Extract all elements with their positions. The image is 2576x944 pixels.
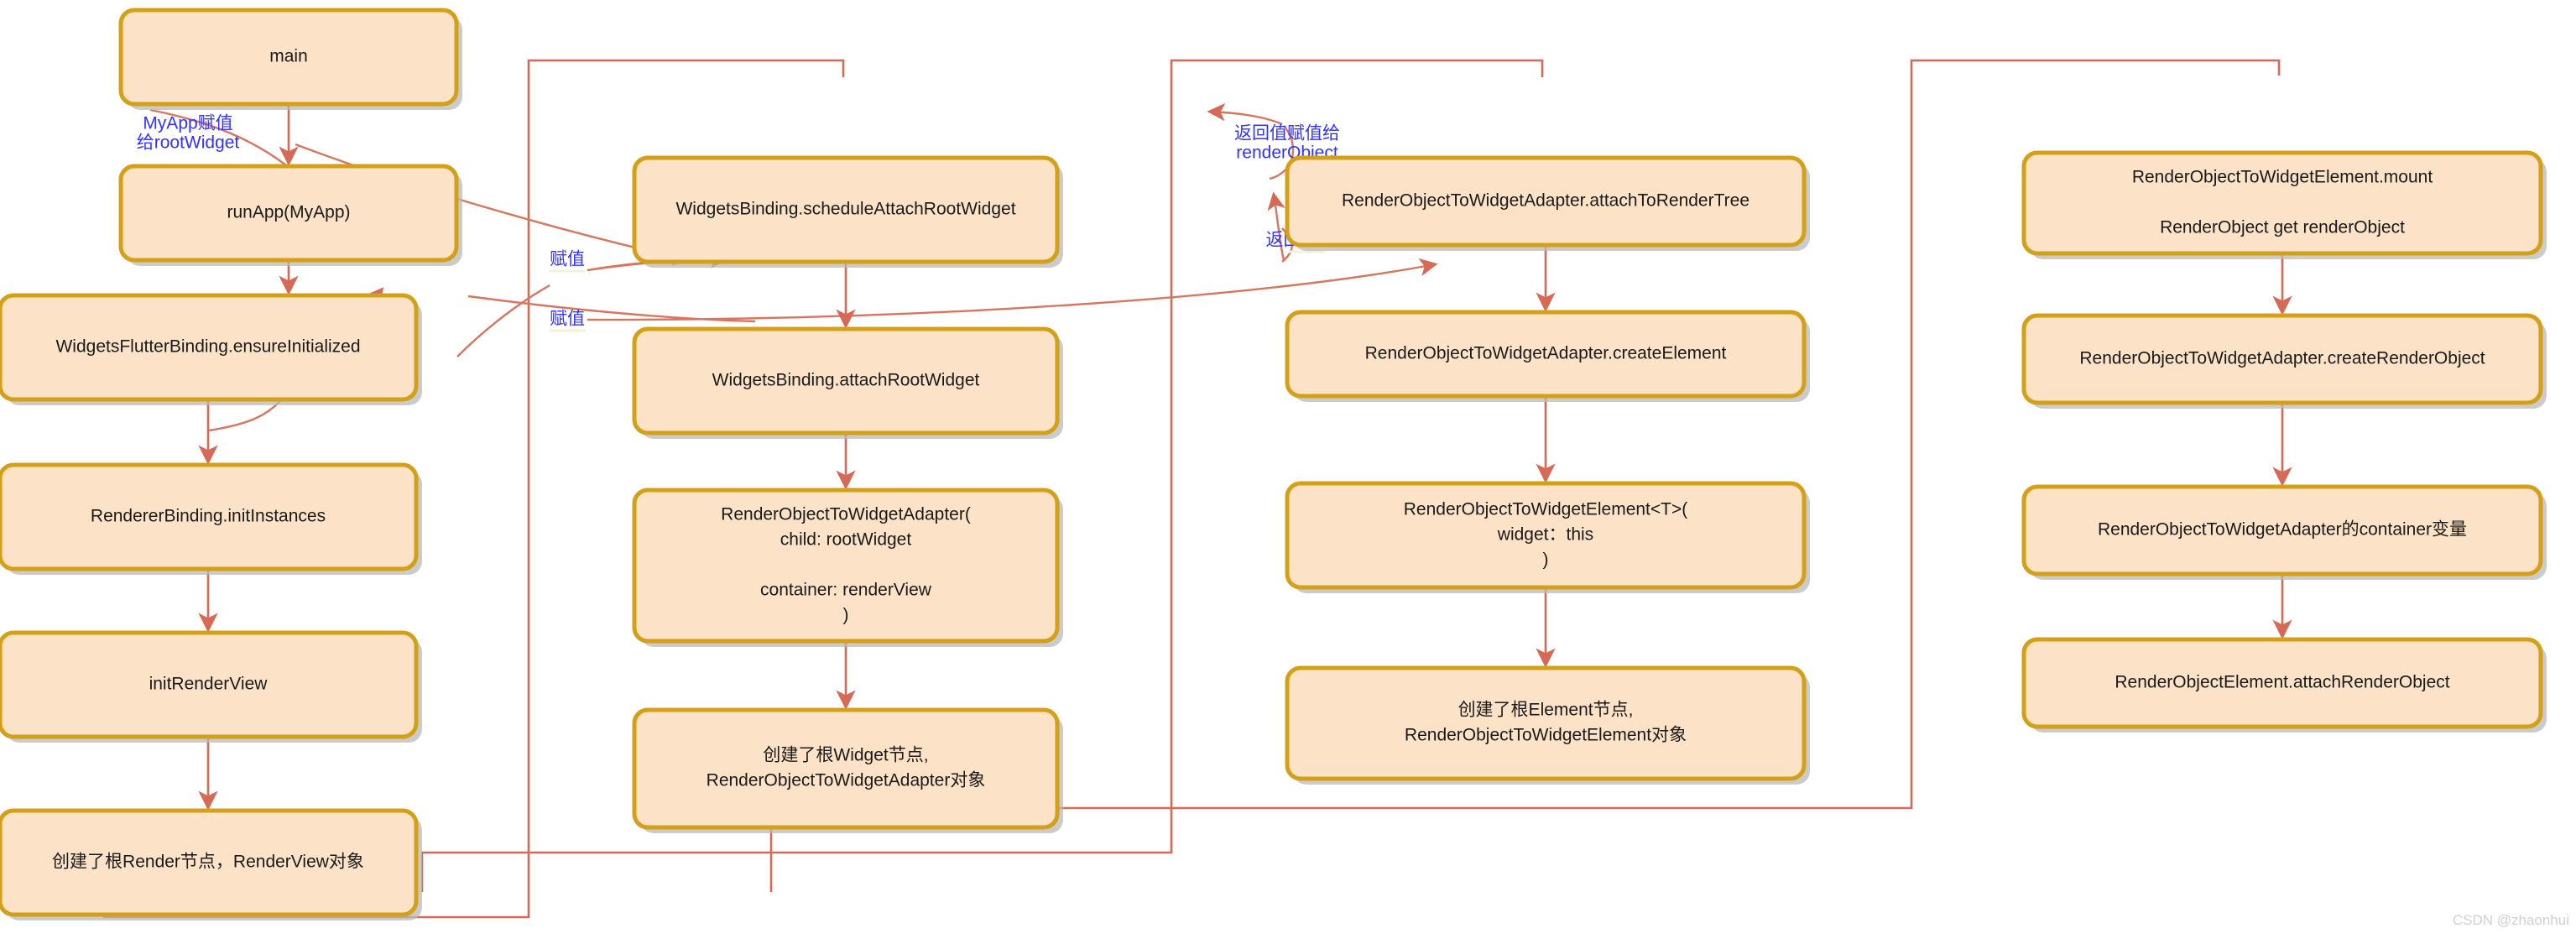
node-box[interactable] <box>632 707 1060 830</box>
node-box[interactable] <box>2021 637 2543 729</box>
node-containervar[interactable]: RenderObjectToWidgetAdapter的container变量 <box>2021 484 2547 580</box>
node-renderview[interactable]: 创建了根Render节点，RenderView对象 <box>0 808 422 921</box>
node-elemctor[interactable]: RenderObjectToWidgetElement<T>( widget：th… <box>1285 481 1810 593</box>
node-schedule[interactable]: WidgetsBinding.scheduleAttachRootWidget <box>632 155 1063 268</box>
edge-container-to-containervar <box>587 258 1438 321</box>
node-label: 创建了根Element节点, <box>1458 701 1634 720</box>
node-box[interactable] <box>632 326 1060 435</box>
node-ensureinit[interactable]: WidgetsFlutterBinding.ensureInitialized <box>0 293 422 405</box>
watermark: CSDN @zhaonhui <box>2453 912 2569 928</box>
node-main[interactable]: main <box>118 8 462 110</box>
edge-container-out <box>467 295 756 323</box>
node-label: RenderObjectToWidgetAdapter对象 <box>707 771 986 790</box>
label-myapp-rootwidget-line2: 给rootWidget <box>137 133 240 153</box>
node-label: ) <box>1543 550 1549 570</box>
label-return-assign-line1: 返回值赋值给 <box>1234 124 1340 143</box>
node-label: RenderObjectToWidgetAdapter.createElemen… <box>1365 344 1727 363</box>
edge-containervar-to-createro <box>1267 191 1285 261</box>
label-fuzhi-mid-bottom: 赋值 <box>550 310 585 329</box>
node-label: ) <box>843 606 849 625</box>
edge-runapp-to-label <box>149 108 290 169</box>
node-box[interactable] <box>1285 481 1807 590</box>
node-label: runApp(MyApp) <box>227 203 350 222</box>
label-myapp-rootwidget-line1: MyApp赋值 <box>143 114 232 133</box>
node-box[interactable] <box>0 462 419 571</box>
node-mount[interactable]: RenderObjectToWidgetElement.mountRenderO… <box>2021 150 2547 259</box>
column-1-binding-init: main runApp(MyApp) WidgetsFlutterBinding.e… <box>0 8 462 921</box>
column-3-element-tree: RenderObjectToWidgetAdapter.attachToRend… <box>1285 155 1810 785</box>
edge-widgetnode-out <box>456 284 550 357</box>
node-label: WidgetsFlutterBinding.ensureInitialized <box>55 337 360 357</box>
node-label: RenderObjectToWidgetAdapter.createRender… <box>2079 349 2485 368</box>
cross-edges <box>149 102 1438 432</box>
node-label: initRenderView <box>149 675 269 694</box>
edge-renderview-out <box>208 400 281 432</box>
edge-createro-to-renderobject <box>1207 102 1283 126</box>
node-label: WidgetsBinding.attachRootWidget <box>712 371 980 390</box>
node-label: 创建了根Render节点，RenderView对象 <box>52 853 364 872</box>
node-layer: main runApp(MyApp) WidgetsFlutterBinding.e… <box>0 8 2547 921</box>
node-box[interactable] <box>1285 310 1807 399</box>
node-label: WidgetsBinding.scheduleAttachRootWidget <box>675 200 1015 219</box>
node-box[interactable] <box>0 630 419 739</box>
node-box[interactable] <box>1285 155 1807 248</box>
node-runapp[interactable]: runApp(MyApp) <box>118 164 462 266</box>
node-box[interactable] <box>2021 313 2543 405</box>
node-label: RenderObjectToWidgetAdapter( <box>721 505 971 524</box>
label-fuzhi-mid-top: 赋值 <box>550 250 585 269</box>
node-attachtree[interactable]: RenderObjectToWidgetAdapter.attachToRend… <box>1285 155 1810 251</box>
node-label: RenderObjectElement.attachRenderObject <box>2115 673 2449 692</box>
node-box[interactable] <box>1285 665 1807 781</box>
node-box[interactable] <box>118 8 459 107</box>
node-box[interactable] <box>2021 150 2543 256</box>
node-box[interactable] <box>632 155 1060 264</box>
node-initinst[interactable]: RendererBinding.initInstances <box>0 462 422 575</box>
node-adapterctor[interactable]: RenderObjectToWidgetAdapter( child: rootW… <box>632 488 1063 647</box>
node-label: 创建了根Widget节点, <box>763 746 928 765</box>
node-widgetnode[interactable]: 创建了根Widget节点, RenderObjectToWidgetAdapter… <box>632 707 1063 833</box>
column-2-widget-tree: WidgetsBinding.scheduleAttachRootWidgetW… <box>632 155 1063 833</box>
node-label: RenderObjectToWidgetAdapter的container变量 <box>2098 520 2467 540</box>
node-label: RenderObjectToWidgetAdapter.attachToRend… <box>1342 191 1749 211</box>
node-label: main <box>269 47 308 66</box>
node-box[interactable] <box>118 164 459 263</box>
node-box[interactable] <box>0 808 419 917</box>
node-label: RendererBinding.initInstances <box>91 507 326 526</box>
node-box[interactable] <box>2021 484 2543 576</box>
node-initrender[interactable]: initRenderView <box>0 630 422 743</box>
node-elemnode[interactable]: 创建了根Element节点, RenderObjectToWidgetElemen… <box>1285 665 1810 785</box>
node-label: RenderObjectToWidgetElement.mount <box>2132 168 2433 187</box>
node-label: container: renderView <box>760 581 932 600</box>
node-label: widget：this <box>1497 525 1593 545</box>
node-label: RenderObjectToWidgetElement对象 <box>1405 726 1687 745</box>
node-box[interactable] <box>632 488 1060 644</box>
node-box[interactable] <box>0 293 419 402</box>
node-attachro[interactable]: RenderObjectElement.attachRenderObject <box>2021 637 2547 733</box>
node-label: RenderObject get renderObject <box>2160 218 2405 237</box>
node-createro[interactable]: RenderObjectToWidgetAdapter.createRender… <box>2021 313 2547 409</box>
node-createelem[interactable]: RenderObjectToWidgetAdapter.createElemen… <box>1285 310 1810 402</box>
node-label: RenderObjectToWidgetElement<T>( <box>1404 500 1688 519</box>
node-label: child: rootWidget <box>780 530 912 550</box>
node-attachroot[interactable]: WidgetsBinding.attachRootWidget <box>632 326 1063 439</box>
column-4-render-object: RenderObjectToWidgetElement.mountRenderO… <box>2021 150 2547 733</box>
edge-createro-up <box>1269 125 1295 180</box>
